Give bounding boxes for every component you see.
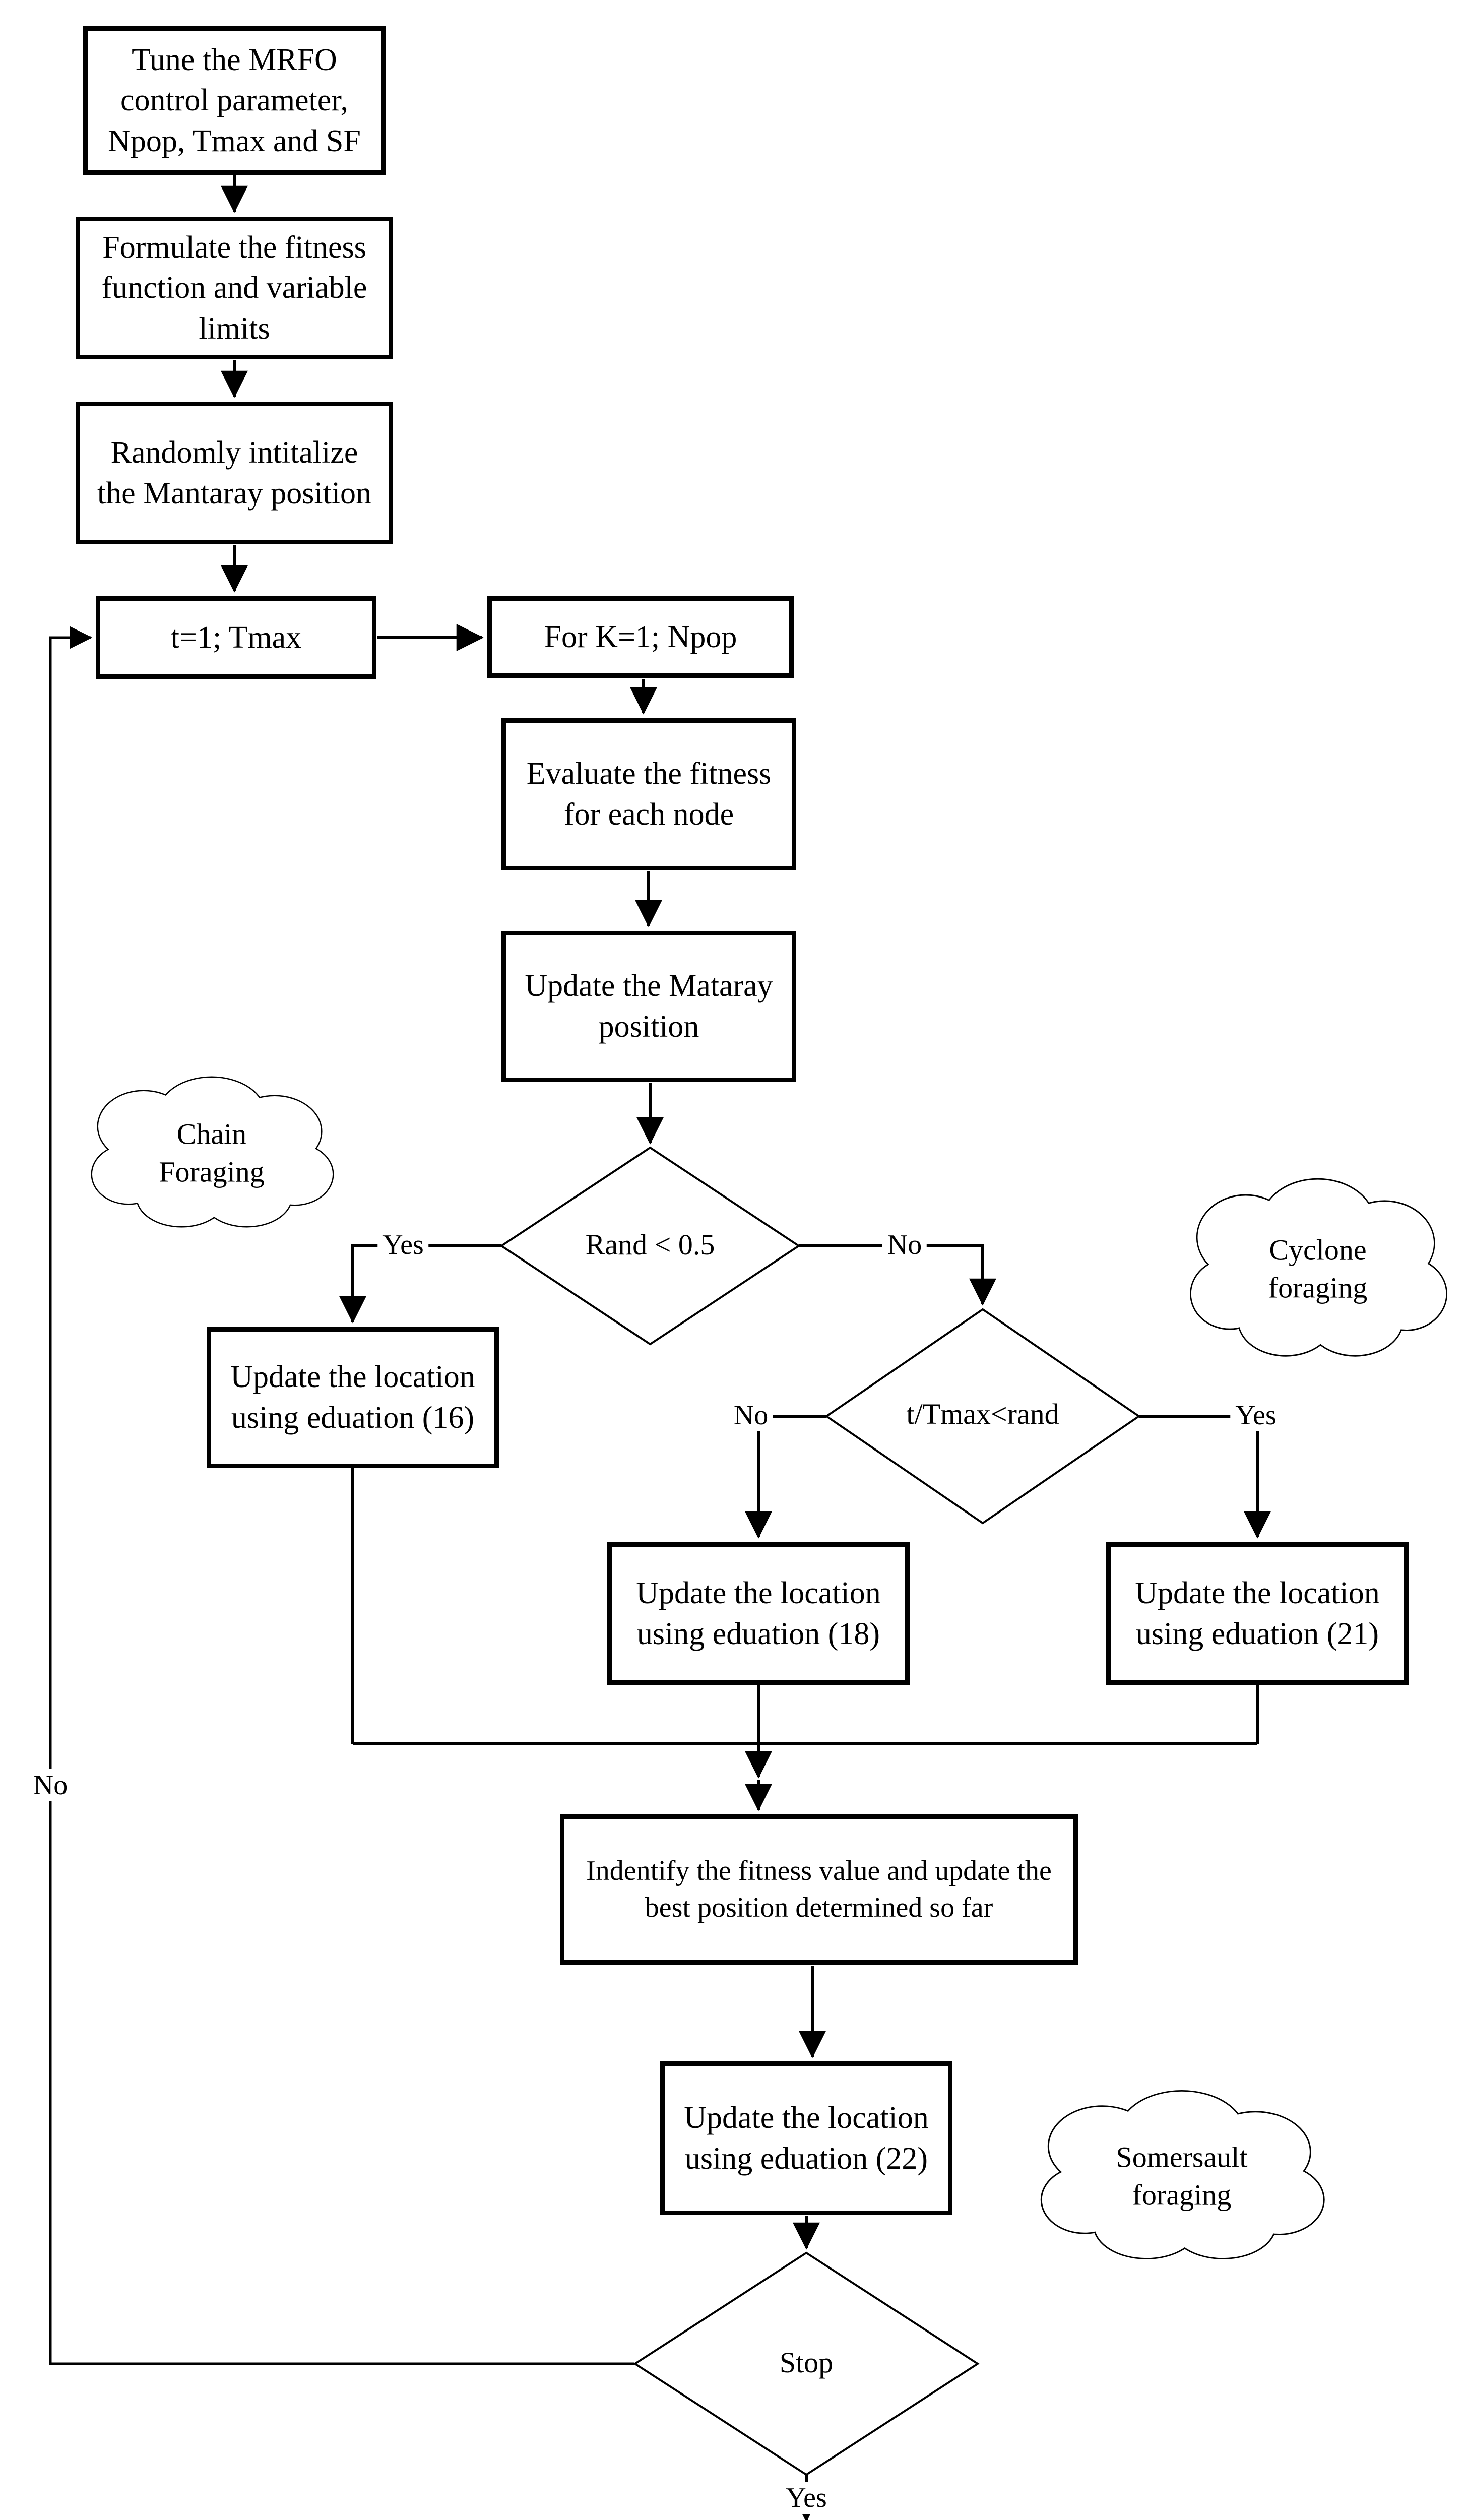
process-formulate-fitness: Formulate the fitness function and varia… [76, 217, 393, 359]
arrow-stop-no-loop [49, 626, 634, 2365]
process-evaluate-fitness: Evaluate the fitness for each node [501, 718, 796, 870]
arrow-rand-no-to-cyclone-decision [799, 1244, 996, 1306]
process-update-location-eq21: Update the location using eduation (21) [1106, 1542, 1409, 1685]
arrow-cyclone-no-to-eq18 [745, 1415, 826, 1539]
edge-label-stop-yes: Yes [781, 2482, 832, 2514]
process-identify-fitness: Indentify the fitness value and update t… [560, 1814, 1078, 1965]
decision-stop-label: Stop [779, 2346, 834, 2379]
arrow-cyclone-yes-to-eq21 [1139, 1415, 1271, 1539]
edge-label-cyclone-no: No [728, 1399, 774, 1431]
process-iteration-init-label: t=1; Tmax [170, 620, 302, 655]
decision-rand-lt-05-label: Rand < 0.5 [585, 1228, 715, 1262]
process-for-loop-label: For K=1; Npop [544, 619, 737, 654]
decision-rand-lt-05 [499, 1146, 801, 1346]
process-update-location-eq22: Update the location using eduation (22) [660, 2061, 952, 2215]
process-random-initialize: Randomly intitalize the Mantaray positio… [76, 402, 393, 544]
process-tune-parameters: Tune the MRFO control parameter, Npop, T… [83, 26, 386, 175]
edge-label-stop-no: No [28, 1769, 73, 1801]
cloud-chain-foraging-label: Chain Foraging [159, 1117, 265, 1188]
process-for-loop: For K=1; Npop [487, 596, 794, 678]
edge-label-rand-yes: Yes [377, 1229, 429, 1261]
cloud-cyclone-foraging-label: Cyclone foraging [1268, 1233, 1368, 1304]
process-identify-fitness-label: Indentify the fitness value and update t… [586, 1855, 1052, 1923]
process-update-location-eq16: Update the location using eduation (16) [207, 1327, 499, 1468]
decision-stop [633, 2251, 980, 2476]
process-iteration-init: t=1; Tmax [96, 596, 376, 679]
process-update-location-eq22-label: Update the location using eduation (22) [684, 2100, 929, 2176]
process-update-location-eq21-label: Update the location using eduation (21) [1135, 1576, 1380, 1651]
cloud-somersault-foraging-label: Somersault foraging [1116, 2140, 1248, 2212]
process-update-location-eq16-label: Update the location using eduation (16) [230, 1360, 475, 1435]
arrow-rand-yes-to-eq16 [339, 1244, 501, 1324]
edge-label-rand-no: No [882, 1229, 927, 1261]
process-update-location-eq18-label: Update the location using eduation (18) [636, 1576, 881, 1651]
decision-t-tmax-rand-label: t/Tmax<rand [906, 1398, 1059, 1431]
process-update-location-eq18: Update the location using eduation (18) [607, 1542, 910, 1685]
decision-t-tmax-rand [824, 1308, 1141, 1525]
process-update-mantaray-position: Update the Mataray position [501, 931, 796, 1082]
edge-label-cyclone-yes: Yes [1230, 1399, 1282, 1431]
process-tune-parameters-label: Tune the MRFO control parameter, Npop, T… [108, 42, 361, 158]
process-formulate-fitness-label: Formulate the fitness function and varia… [101, 230, 367, 346]
process-update-mantaray-position-label: Update the Mataray position [525, 969, 773, 1044]
process-random-initialize-label: Randomly intitalize the Mantaray positio… [97, 435, 372, 511]
process-evaluate-fitness-label: Evaluate the fitness for each node [526, 757, 772, 832]
